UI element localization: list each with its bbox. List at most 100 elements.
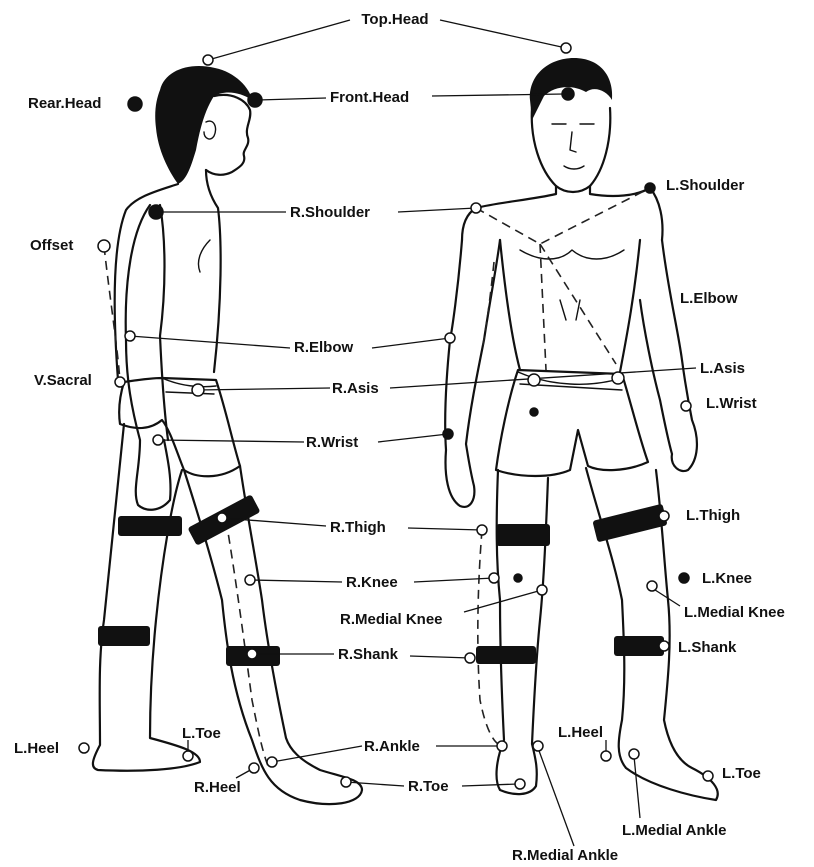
side-figure-hair [155,66,252,184]
marker-r-thigh-side [217,513,227,523]
marker-front-head-front [562,88,574,100]
leader-r-elbow-right [372,338,450,348]
front-figure-left-shank-band [614,636,664,656]
side-figure-face [206,95,250,175]
side-figure-arm [126,205,171,510]
front-figure-features [552,124,594,169]
marker-r-wrist-side [153,435,163,445]
marker-l-thigh [659,511,669,521]
label-l-wrist: L.Wrist [706,395,757,412]
marker-top-head-side [203,55,213,65]
label-r-shoulder: R.Shoulder [290,204,370,221]
front-figure-right-thigh-band [496,524,550,546]
marker-r-medial-ankle [533,741,543,751]
label-l-heel-side: L.Heel [14,740,59,757]
marker-l-medial-ankle [629,749,639,759]
side-figure-chest-line [198,240,210,272]
marker-l-shank [659,641,669,651]
label-rear-head: Rear.Head [28,95,101,112]
marker-r-shoulder-front [471,203,481,213]
marker-r-medial-knee [537,585,547,595]
label-top-head: Top.Head [361,11,428,28]
marker-r-asis-front [528,374,540,386]
marker-r-heel [249,763,259,773]
marker-offset [98,240,110,252]
label-l-thigh: L.Thigh [686,507,740,524]
marker-l-asis [612,372,624,384]
marker-knee-center-front [514,574,522,582]
marker-rear-head [128,97,142,111]
marker-l-shoulder [645,183,655,193]
front-figure-side-dash [482,262,494,350]
label-r-ankle: R.Ankle [364,738,420,755]
label-offset: Offset [30,237,73,254]
marker-r-elbow-side [125,331,135,341]
leader-r-elbow-left [130,336,290,348]
label-l-heel-front: L.Heel [558,724,603,741]
leader-r-shoulder-right [398,208,476,212]
front-figure-right-shank-band [476,646,536,664]
leader-lines [130,20,696,846]
marker-r-shank-side [247,649,257,659]
marker-l-heel-front [601,751,611,761]
leader-r-medial-knee [464,590,542,612]
marker-v-sacral [115,377,125,387]
leader-r-thigh-right [408,528,482,530]
side-figure-ear [204,121,216,139]
leader-r-wrist-left [158,440,304,442]
front-figure-shorts [496,370,648,476]
leader-front-head-left [258,98,326,100]
label-l-elbow: L.Elbow [680,290,738,307]
marker-l-toe-side [183,751,193,761]
marker-l-toe-front [703,771,713,781]
leader-r-ankle-left [272,746,362,762]
label-r-shank: R.Shank [338,646,399,663]
label-r-elbow: R.Elbow [294,339,353,356]
marker-top-head-front [561,43,571,53]
marker-r-asis-side [192,384,204,396]
label-l-knee: L.Knee [702,570,752,587]
marker-l-knee [679,573,689,583]
leader-l-medial-knee [652,588,680,606]
side-figure-torso [115,170,221,380]
label-r-heel: R.Heel [194,779,241,796]
marker-r-shoulder-side [149,205,163,219]
label-r-toe: R.Toe [408,778,449,795]
label-r-asis: R.Asis [332,380,379,397]
front-figure-left-thigh-band [592,504,667,543]
label-l-asis: L.Asis [700,360,745,377]
label-l-shank: L.Shank [678,639,737,656]
label-l-medial-ankle: L.Medial Ankle [622,822,726,839]
label-r-knee: R.Knee [346,574,398,591]
label-v-sacral: V.Sacral [34,372,92,389]
leader-top-head-right [440,20,566,48]
marker-l-heel-side [79,743,89,753]
leader-l-medial-ankle [634,756,640,818]
marker-l-wrist [681,401,691,411]
label-r-medial-ankle: R.Medial Ankle [512,847,618,864]
marker-r-toe-front [515,779,525,789]
marker-r-knee-side [245,575,255,585]
label-l-toe-front: L.Toe [722,765,761,782]
label-l-toe-side: L.Toe [182,725,221,742]
front-figure-chest [520,250,624,320]
leader-r-toe-right [462,784,518,786]
label-r-medial-knee: R.Medial Knee [340,611,443,628]
label-l-medial-knee: L.Medial Knee [684,604,785,621]
marker-r-shank-front [465,653,475,663]
front-view-figure [445,58,718,800]
label-front-head: Front.Head [330,89,409,106]
label-r-thigh: R.Thigh [330,519,386,536]
marker-r-toe-side [341,777,351,787]
marker-l-medial-knee [647,581,657,591]
marker-r-thigh-front [477,525,487,535]
marker-r-knee-front [489,573,499,583]
front-figure-left-arm [640,240,697,471]
marker-r-wrist-front [443,429,453,439]
leader-r-medial-ankle [538,748,574,846]
leader-r-wrist-right [378,434,448,442]
marker-sternum-front [530,408,538,416]
leader-r-shank-right [410,656,470,658]
